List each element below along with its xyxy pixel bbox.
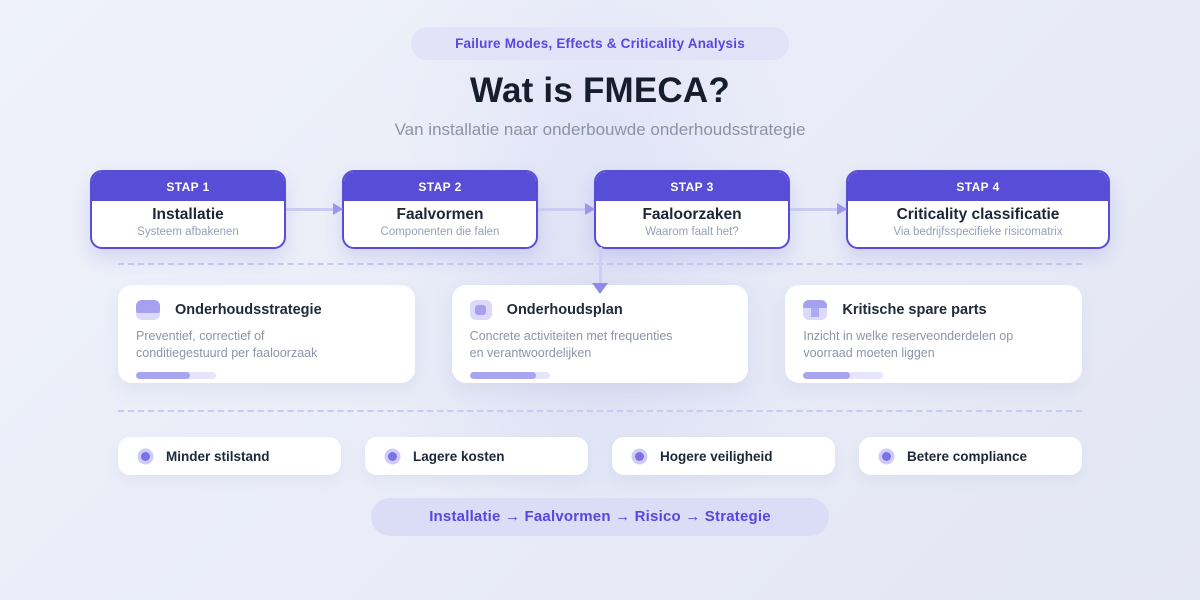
outcome-title: Kritische spare parts — [842, 302, 987, 318]
progress-bar — [803, 371, 884, 379]
step-4-header: STAP 4 — [848, 172, 1108, 201]
progress-bar — [136, 371, 216, 379]
step-card-2: STAP 2 Faalvormen Componenten die falen — [342, 170, 538, 249]
outcome-description: Preventief, correctief of conditiegestuu… — [136, 329, 318, 361]
step-card-1: STAP 1 Installatie Systeem afbakenen — [90, 170, 286, 249]
outcome-title: Onderhoudsstrategie — [175, 302, 322, 318]
step-2-header: STAP 2 — [344, 172, 536, 201]
benefit-label: Minder stilstand — [166, 448, 270, 464]
bullet-dot-icon — [141, 451, 150, 461]
step-2-title: Faalvormen — [396, 206, 484, 223]
benefit-pill-safety: Hogere veiligheid — [612, 437, 835, 475]
step-card-4: STAP 4 Criticality classificatie Via bed… — [846, 170, 1110, 249]
benefit-pill-compliance: Betere compliance — [859, 437, 1082, 475]
outcome-card-plan: Onderhoudsplan Concrete activiteiten met… — [451, 285, 749, 383]
page-subtitle: Van installatie naar onderbouwde onderho… — [394, 120, 806, 139]
progress-bar — [469, 371, 550, 379]
step-2-body: Faalvormen Componenten die falen — [344, 201, 536, 247]
outcome-card-spare-parts: Kritische spare parts Inzicht in welke r… — [785, 285, 1083, 383]
step-1-header: STAP 1 — [92, 172, 284, 201]
arrow-down-icon — [592, 247, 608, 294]
arrow-right-icon — [790, 203, 847, 215]
outcome-description: Concrete activiteiten met frequenties en… — [469, 329, 673, 361]
benefit-label: Hogere veiligheid — [660, 448, 773, 464]
step-3-body: Faaloorzaken Waarom faalt het? — [596, 201, 788, 247]
bullet-dot-icon — [882, 451, 891, 461]
step-card-3: STAP 3 Faaloorzaken Waarom faalt het? — [594, 170, 790, 249]
outcome-cards: Onderhoudsstrategie Preventief, correcti… — [118, 285, 1083, 383]
arrow-right-icon — [286, 203, 343, 215]
outcome-description: Inzicht in welke reserveonderdelen op vo… — [803, 329, 1014, 361]
maintenance-plan-icon — [469, 300, 492, 320]
step-3-subtitle: Waarom faalt het? — [645, 226, 739, 238]
step-1-body: Installatie Systeem afbakenen — [92, 201, 284, 247]
topic-badge: Failure Modes, Effects & Criticality Ana… — [411, 27, 789, 60]
footer-row: Installatie → Faalvormen → Risico → Stra… — [0, 498, 1200, 536]
outcome-card-strategy: Onderhoudsstrategie Preventief, correcti… — [118, 285, 415, 383]
dashed-divider-bottom — [118, 410, 1082, 412]
step-3-title: Faaloorzaken — [642, 206, 742, 223]
progress-fill — [803, 371, 850, 379]
step-1-title: Installatie — [152, 206, 224, 223]
progress-fill — [136, 371, 190, 379]
page-title: Wat is FMECA? — [470, 71, 730, 110]
maintenance-strategy-icon — [136, 300, 160, 320]
step-1-subtitle: Systeem afbakenen — [137, 226, 239, 238]
step-flow: STAP 1 Installatie Systeem afbakenen STA… — [90, 170, 1110, 249]
outcome-title: Onderhoudsplan — [506, 302, 623, 318]
benefit-label: Betere compliance — [907, 448, 1028, 464]
bullet-dot-icon — [635, 451, 644, 461]
step-4-subtitle: Via bedrijfsspecifieke risicomatrix — [893, 226, 1063, 238]
progress-fill — [469, 371, 537, 379]
bullet-dot-icon — [388, 451, 397, 461]
benefit-pill-costs: Lagere kosten — [365, 437, 588, 475]
spare-parts-icon — [803, 300, 828, 320]
step-4-body: Criticality classificatie Via bedrijfssp… — [848, 201, 1108, 247]
step-3-header: STAP 3 — [596, 172, 788, 201]
benefit-pills: Minder stilstand Lagere kosten Hogere ve… — [118, 437, 1082, 475]
header-badge-row: Failure Modes, Effects & Criticality Ana… — [0, 0, 1200, 60]
process-summary-pill: Installatie → Faalvormen → Risico → Stra… — [371, 498, 829, 536]
step-2-subtitle: Componenten die falen — [380, 226, 500, 238]
arrow-right-icon — [538, 203, 595, 215]
benefit-pill-downtime: Minder stilstand — [118, 437, 341, 475]
step-4-title: Criticality classificatie — [896, 206, 1060, 223]
benefit-label: Lagere kosten — [413, 448, 505, 464]
